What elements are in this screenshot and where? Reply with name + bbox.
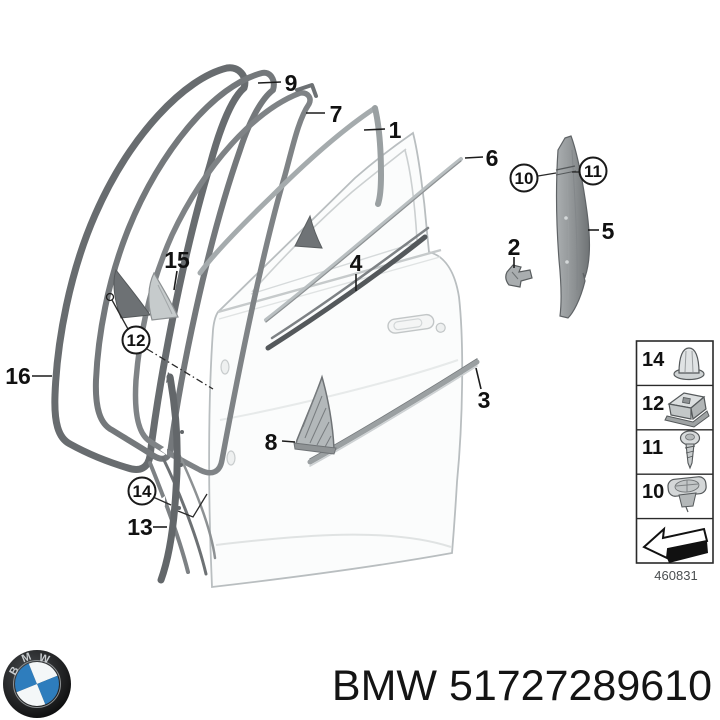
callout-6: 6 [486, 145, 499, 171]
callout-11: 11 [584, 162, 602, 181]
legend-row-12-number: 12 [642, 393, 664, 415]
pillar-streak-1 [565, 151, 570, 301]
seal-16-path [51, 64, 249, 473]
mirror-triangle-base [293, 442, 337, 455]
legend-diagram-number: 460831 [654, 568, 697, 583]
fastener-legend: 14 12 11 10 [635, 340, 714, 583]
belt-strip-6 [264, 157, 463, 322]
callout-15: 15 [164, 247, 190, 273]
mirror-triangle-hatch [302, 387, 332, 448]
bmw-logo-quarters [15, 662, 59, 706]
callout-10: 10 [515, 169, 534, 188]
door-handle [387, 313, 446, 334]
frame-corner-triangle [294, 214, 323, 249]
self-tapping-screw-icon [679, 430, 701, 470]
window-opening-bottom [250, 241, 419, 295]
seal-loops [51, 64, 384, 576]
clip-strip-13-notches [153, 445, 167, 556]
callouts: 9 7 1 6 15 4 16 13 8 3 2 5 12 14 [5, 70, 614, 540]
triangle-dark [113, 268, 151, 319]
part-number-text: BMW 51727289610 [332, 662, 712, 710]
pillar-trim-5-body [556, 135, 591, 319]
pillar-seam-1 [555, 165, 576, 171]
door-body-outline [208, 131, 464, 589]
seal-7-corner-cap [295, 83, 318, 98]
leader-12b [146, 348, 214, 390]
legend-row-10-number: 10 [642, 481, 664, 503]
pillar-trim-5 [555, 135, 591, 319]
callout-3: 3 [478, 387, 491, 413]
clip-strip-13-body [157, 373, 181, 584]
bmw-logo-letters: B M W [7, 651, 52, 678]
cage-clamp-icon [664, 392, 710, 428]
footer: B M W BMW 51727289610 [3, 650, 712, 718]
callout-7: 7 [330, 101, 343, 127]
leader-6 [464, 156, 484, 159]
callout-8: 8 [265, 429, 278, 455]
leader-15 [173, 270, 178, 291]
pillar-hole-1 [564, 216, 568, 220]
pillar-hole-2 [565, 260, 569, 264]
logo-letter-w: W [38, 652, 52, 667]
mirror-triangle-8 [293, 374, 337, 455]
triangle-15-inner [157, 284, 173, 315]
callout-12: 12 [127, 331, 146, 350]
leader-12a [111, 299, 129, 330]
clip-strip-13-nubs [177, 430, 184, 510]
expanding-rivet-icon [673, 347, 705, 381]
leader-14a [152, 496, 172, 506]
sill-crease [215, 533, 452, 548]
belt-line-2 [218, 256, 441, 320]
seal-7-path [132, 90, 313, 476]
clip-2 [505, 264, 533, 288]
leader-3 [475, 367, 482, 390]
lower-strip-3-highlight [309, 365, 478, 467]
callout-2: 2 [508, 234, 521, 260]
logo-letter-m: M [20, 651, 33, 666]
window-frame-inner-front [251, 148, 407, 293]
channel-strip-4-dark [265, 234, 428, 351]
clip-strip-13-tip [166, 372, 174, 383]
clip-strip-13 [153, 372, 184, 584]
callout-13: 13 [127, 514, 153, 540]
legend-row-14-number: 14 [642, 349, 665, 371]
leader-14b [177, 493, 208, 518]
seal-leg-3 [175, 448, 217, 560]
callout-10-circle [509, 163, 539, 193]
leader-1 [363, 128, 386, 131]
callout-11-circle [578, 156, 608, 186]
callout-16: 16 [5, 363, 31, 389]
channel-strip-4-echo [270, 226, 430, 340]
leader-10 [537, 172, 557, 177]
door-crease [219, 359, 459, 421]
callout-5: 5 [602, 218, 615, 244]
belt-strip-6-edge [265, 160, 462, 323]
plastic-nut-icon [667, 476, 707, 513]
seal-1-top-edge [197, 105, 378, 276]
callout-12-ring-marker [105, 292, 115, 302]
seal-1-right-leg [372, 105, 384, 207]
hinge-upper [220, 359, 230, 375]
callout-12-circle [121, 325, 151, 355]
callout-14: 14 [133, 482, 152, 501]
door-panel [208, 131, 464, 589]
callout-1: 1 [389, 117, 402, 143]
seal-leg-2 [161, 456, 208, 576]
window-frame-inner-rear [404, 149, 418, 241]
callout-4: 4 [350, 250, 363, 276]
hinge-lower [226, 450, 236, 466]
direction-arrow-icon [642, 526, 709, 563]
leader-9 [257, 81, 282, 84]
bmw-logo: B M W [3, 650, 71, 718]
corner-triangles [113, 268, 337, 455]
legend-row-11-number: 11 [642, 437, 663, 459]
callout-14-circle [127, 476, 157, 506]
legend-dividers [636, 384, 713, 520]
leader-8 [281, 440, 296, 443]
clip-2-fold [511, 271, 519, 280]
callout-9: 9 [285, 70, 298, 96]
